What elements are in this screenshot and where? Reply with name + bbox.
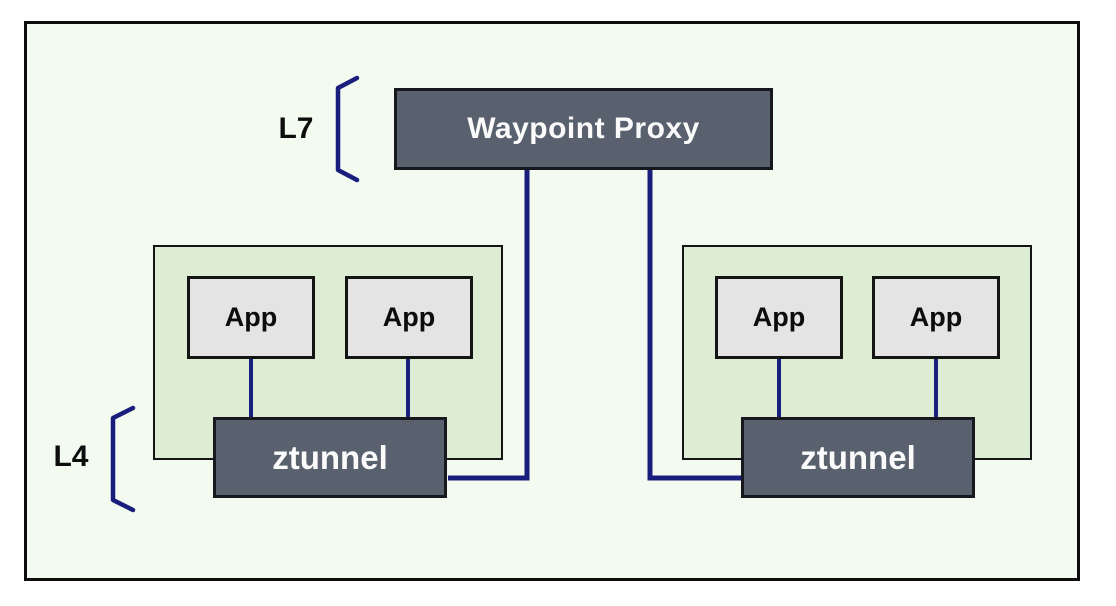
layer-label-l4: L4 [53,440,89,473]
app-box: App [345,276,473,359]
ztunnel-box-left: ztunnel [213,417,447,498]
app-label: App [382,302,436,332]
app-label: App [909,302,963,332]
ztunnel-label: ztunnel [800,438,916,476]
waypoint-proxy-box: Waypoint Proxy [394,88,773,170]
ztunnel-box-right: ztunnel [741,417,975,498]
ztunnel-label: ztunnel [272,438,388,476]
app-box: App [715,276,843,359]
app-box: App [187,276,315,359]
app-label: App [224,302,278,332]
waypoint-proxy-label: Waypoint Proxy [467,112,700,145]
app-box: App [872,276,1000,359]
layer-label-l7: L7 [278,112,314,145]
app-label: App [752,302,806,332]
